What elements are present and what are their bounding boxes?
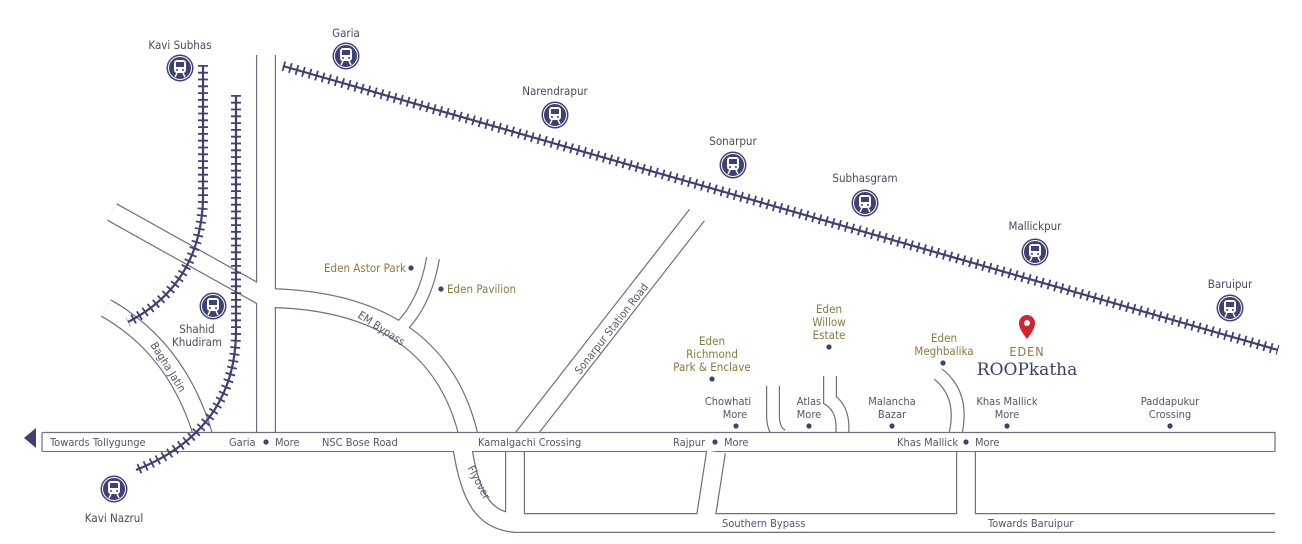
svg-text:Crossing: Crossing (1149, 408, 1191, 421)
sonarpur-station-road-label: Sonarpur Station Road (572, 281, 651, 377)
svg-text:Richmond: Richmond (686, 347, 738, 361)
brand-eden: EDEN (1009, 344, 1044, 359)
svg-text:Subhasgram: Subhasgram (832, 171, 897, 185)
train-icon (850, 188, 880, 218)
station-kavi-subhas[interactable]: Kavi Subhas (148, 38, 212, 83)
railway-lines (125, 61, 1280, 475)
svg-text:Baruipur: Baruipur (1208, 277, 1253, 291)
svg-text:Eden Astor Park: Eden Astor Park (324, 261, 406, 275)
station-narendrapur[interactable]: Narendrapur (522, 84, 589, 130)
train-icon (99, 474, 129, 504)
nearby-projects: Eden Astor Park Eden Pavilion Eden Richm… (324, 261, 974, 382)
arrow-left-icon (24, 428, 36, 448)
project-roopkatha[interactable]: EDEN ROOPkatha (977, 315, 1077, 380)
station-garia[interactable]: Garia (331, 26, 361, 71)
svg-text:Eden Pavilion: Eden Pavilion (447, 282, 516, 296)
svg-text:Paddapukur: Paddapukur (1141, 395, 1200, 408)
road-network (41, 55, 1276, 533)
svg-text:Eden: Eden (931, 331, 957, 345)
train-icon (1020, 237, 1050, 267)
svg-text:Garia: Garia (229, 436, 256, 449)
svg-text:More: More (797, 408, 822, 421)
southern-bypass-label: Southern Bypass (722, 517, 805, 530)
stations: Kavi Subhas Garia Narendrapur Sonarpur S… (85, 26, 1253, 525)
station-subhasgram[interactable]: Subhasgram (832, 171, 898, 218)
svg-text:Eden: Eden (699, 334, 725, 348)
svg-text:Bazar: Bazar (878, 408, 907, 421)
location-pin-icon (1019, 315, 1035, 339)
train-icon (165, 53, 195, 83)
project-name: ROOPkatha (977, 360, 1077, 380)
train-icon (1215, 293, 1245, 323)
svg-text:More: More (724, 436, 749, 449)
train-icon (540, 100, 570, 130)
svg-text:More: More (975, 436, 1000, 449)
station-sonarpur[interactable]: Sonarpur (709, 134, 757, 180)
svg-text:More: More (275, 436, 300, 449)
svg-text:Shahid: Shahid (179, 322, 214, 336)
svg-text:More: More (995, 408, 1020, 421)
station-mallickpur[interactable]: Mallickpur (1009, 219, 1063, 267)
train-icon (331, 41, 361, 71)
svg-text:Sonarpur: Sonarpur (709, 134, 757, 148)
svg-text:Kavi Nazrul: Kavi Nazrul (85, 511, 143, 525)
svg-text:Rajpur: Rajpur (673, 436, 706, 449)
station-baruipur[interactable]: Baruipur (1208, 277, 1253, 323)
towards-baruipur-label: Towards Baruipur (987, 517, 1074, 530)
svg-text:Estate: Estate (813, 328, 846, 342)
train-icon (198, 291, 228, 321)
svg-text:Atlas: Atlas (797, 395, 821, 408)
svg-text:Malancha: Malancha (868, 395, 915, 408)
svg-text:Kamalgachi Crossing: Kamalgachi Crossing (478, 436, 581, 449)
svg-text:Narendrapur: Narendrapur (522, 84, 588, 98)
towards-tollygunge-label: Towards Tollygunge (49, 436, 146, 449)
junctions: Garia More Kamalgachi Crossing Rajpur Mo… (229, 395, 1200, 449)
svg-text:Chowhati: Chowhati (705, 395, 751, 408)
svg-text:Kavi Subhas: Kavi Subhas (148, 38, 211, 52)
svg-text:Khas Mallick: Khas Mallick (897, 436, 958, 449)
station-shahid-khudiram[interactable]: Shahid Khudiram (172, 291, 228, 350)
svg-text:More: More (723, 408, 748, 421)
svg-text:Eden: Eden (816, 302, 842, 316)
svg-text:Park & Enclave: Park & Enclave (673, 360, 750, 374)
train-icon (718, 150, 748, 180)
svg-text:Khas Mallick: Khas Mallick (976, 395, 1037, 408)
svg-text:Garia: Garia (332, 26, 360, 40)
svg-text:Mallickpur: Mallickpur (1009, 219, 1063, 233)
svg-text:Khudiram: Khudiram (172, 335, 222, 349)
station-kavi-nazrul[interactable]: Kavi Nazrul (85, 474, 143, 526)
svg-text:Meghbalika: Meghbalika (914, 344, 973, 358)
svg-text:Willow: Willow (812, 315, 846, 329)
nsc-bose-road-label: NSC Bose Road (322, 436, 398, 449)
